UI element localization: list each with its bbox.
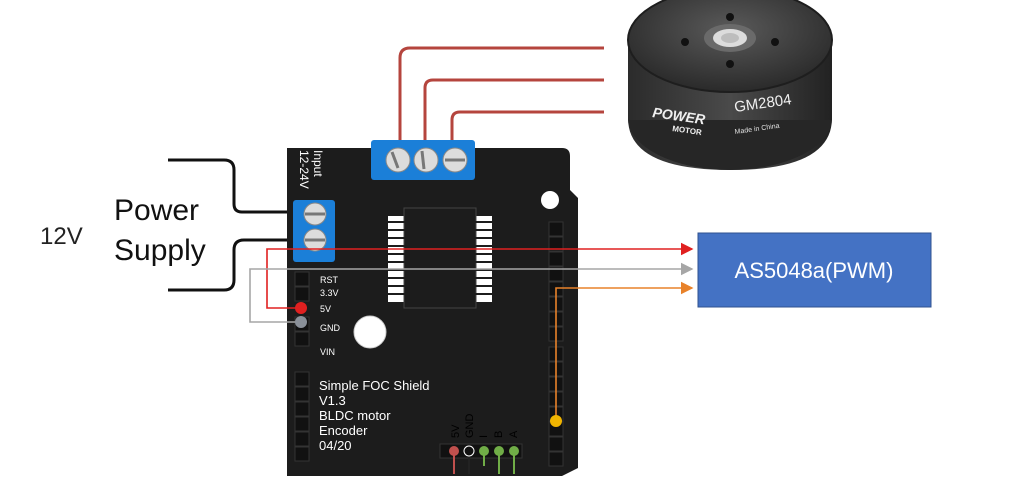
pin-signal-dot — [550, 415, 562, 427]
motor-terminal-screws — [385, 147, 468, 173]
enc-dot-5v — [449, 446, 459, 456]
supply-voltage: 12V — [40, 223, 83, 250]
driver-ic — [388, 207, 492, 309]
supply-label-line1: Power — [114, 194, 199, 227]
motor-brand-sub: MOTOR — [672, 124, 703, 137]
board-encoder: Encoder — [319, 423, 368, 438]
pin-label-5v: 5V — [320, 304, 331, 314]
enc-dot-a — [509, 446, 519, 456]
sensor-wires — [249, 242, 694, 421]
enc-pin-5v: 5V — [450, 424, 462, 438]
motor-wires — [398, 46, 604, 148]
pin-gnd-dot — [295, 316, 307, 328]
left-header-pins — [294, 271, 310, 462]
enc-dot-i — [479, 446, 489, 456]
pin-label-3v3: 3.3V — [320, 288, 339, 298]
board-motor-type: BLDC motor — [319, 408, 391, 423]
sensor-label: AS5048a(PWM) — [735, 258, 894, 283]
enc-pin-a: A — [508, 430, 520, 438]
power-supply-wires — [168, 158, 302, 292]
input-label: Input — [311, 150, 325, 177]
pin-5v-dot — [295, 302, 307, 314]
enc-pin-b: B — [493, 431, 505, 438]
enc-pin-gnd: GND — [464, 414, 476, 439]
input-voltage-label: 12-24V — [297, 150, 311, 189]
bldc-motor: POWER MOTOR GM2804 Made in China — [627, 0, 833, 170]
supply-label-line2: Supply — [114, 234, 206, 267]
board-title: Simple FOC Shield — [319, 378, 430, 393]
pin-label-rst: RST — [320, 275, 339, 285]
enc-dot-gnd — [463, 445, 475, 457]
enc-dot-b — [494, 446, 504, 456]
motor-brand: POWER — [652, 104, 707, 127]
board-version: V1.3 — [319, 393, 346, 408]
board-date: 04/20 — [319, 438, 352, 453]
enc-pin-i: I — [478, 435, 490, 438]
sensor-box — [697, 232, 932, 308]
foc-shield-board: Input 12-24V — [287, 140, 578, 476]
pin-label-gnd: GND — [320, 323, 341, 333]
pin-label-vin: VIN — [320, 347, 335, 357]
